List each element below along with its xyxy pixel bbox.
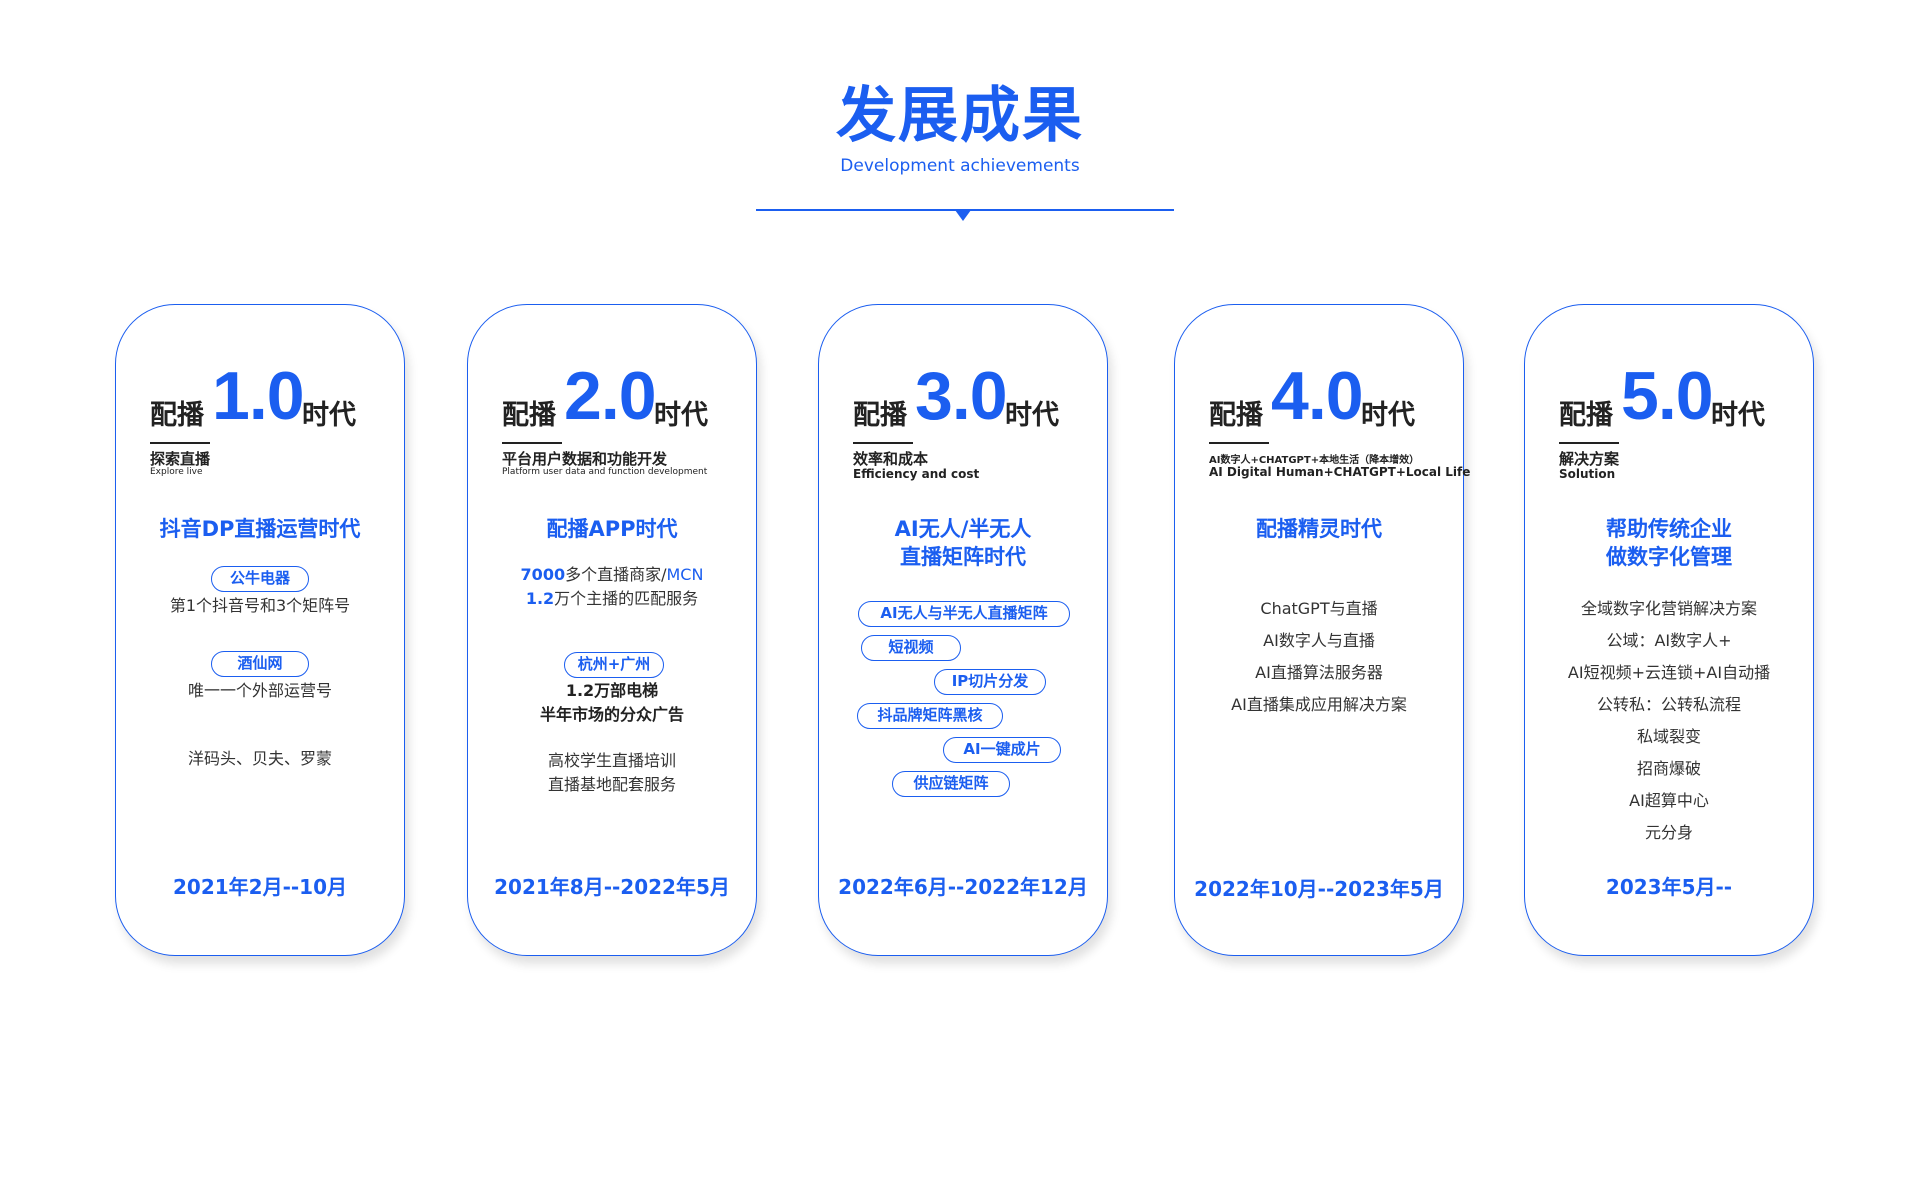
era-prefix: 配播 xyxy=(1559,400,1613,431)
card-desc: 洋码头、贝夫、罗蒙 xyxy=(187,749,332,768)
feature-pill: AI一键成片 xyxy=(943,737,1061,763)
era-card-2: 配播 2.0 时代 平台用户数据和功能开发 Platform user data… xyxy=(467,304,757,956)
era-date: 2023年5月-- xyxy=(1605,875,1733,899)
era-number: 4.0 xyxy=(1271,358,1364,434)
era-suffix: 时代 xyxy=(654,400,708,431)
card-title: 抖音DP直播运营时代 xyxy=(159,517,361,541)
era-prefix: 配播 xyxy=(853,400,907,431)
era-suffix: 时代 xyxy=(302,400,356,431)
highlight-pill: 杭州+广州 xyxy=(564,652,664,678)
era-label-en: Platform user data and function developm… xyxy=(502,467,708,477)
era-card-5: 配播 5.0 时代 解决方案 Solution 帮助传统企业 做数字化管理 全域… xyxy=(1524,304,1814,956)
era-prefix: 配播 xyxy=(502,400,556,431)
card-desc-bold: 1.2万部电梯 xyxy=(565,681,659,700)
card-title: 配播精灵时代 xyxy=(1256,517,1382,541)
card-title-line: 直播矩阵时代 xyxy=(900,545,1026,569)
card-title-line: AI无人/半无人 xyxy=(894,517,1032,541)
divider-arrow-icon xyxy=(955,210,971,221)
era-suffix: 时代 xyxy=(1711,400,1765,431)
list-item: AI直播集成应用解决方案 xyxy=(1231,695,1407,714)
feature-list: 全域数字化营销解决方案 公域：AI数字人+ AI短视频+云连锁+AI自动播 公转… xyxy=(1525,593,1813,849)
era-label-en: Explore live xyxy=(150,467,203,477)
highlight-pill: 酒仙网 xyxy=(211,651,309,677)
era-suffix: 时代 xyxy=(1005,400,1059,431)
list-item: AI超算中心 xyxy=(1629,791,1709,810)
era-suffix: 时代 xyxy=(1361,400,1415,431)
card-desc: 高校学生直播培训 xyxy=(547,751,676,770)
era-date: 2022年10月--2023年5月 xyxy=(1194,877,1444,901)
list-item: 私域裂变 xyxy=(1636,727,1701,746)
list-item: 公转私：公转私流程 xyxy=(1596,695,1741,714)
era-label-en: Efficiency and cost xyxy=(853,467,980,481)
stat-number: 7000 xyxy=(520,565,566,584)
era-label-en: Solution xyxy=(1559,467,1616,481)
stat-number: 1.2 xyxy=(525,589,555,608)
page-subtitle: Development achievements xyxy=(840,156,1080,176)
era-card-1: 配播 1.0 时代 探索直播 Explore live 抖音DP直播运营时代 公… xyxy=(115,304,405,956)
card-title-line: 做数字化管理 xyxy=(1606,545,1732,569)
stat-text: 万个主播的匹配服务 xyxy=(554,589,699,608)
era-label-en: AI Digital Human+CHATGPT+Local Life xyxy=(1209,465,1471,479)
card-title: 配播APP时代 xyxy=(546,517,678,541)
era-prefix: 配播 xyxy=(1209,400,1263,431)
page-title: 发展成果 xyxy=(836,81,1084,151)
page-header: 发展成果 Development achievements xyxy=(0,78,1920,176)
era-date: 2021年8月--2022年5月 xyxy=(494,875,730,899)
card-desc-line: 1.2万个主播的匹配服务 xyxy=(468,587,756,611)
era-label-cn: 平台用户数据和功能开发 xyxy=(502,450,668,468)
era-date: 2022年6月--2022年12月 xyxy=(838,875,1088,899)
list-item: 招商爆破 xyxy=(1636,759,1701,778)
card-desc: 唯一一个外部运营号 xyxy=(187,681,332,700)
highlight-pill: 公牛电器 xyxy=(211,566,309,592)
era-underline xyxy=(853,442,913,444)
era-underline xyxy=(502,442,562,444)
card-desc-bold: 半年市场的分众广告 xyxy=(539,705,684,724)
era-underline xyxy=(1559,442,1619,444)
feature-pill: 供应链矩阵 xyxy=(892,771,1010,797)
era-number: 1.0 xyxy=(212,358,305,434)
era-number: 5.0 xyxy=(1621,358,1714,434)
era-label-cn: 效率和成本 xyxy=(853,450,929,468)
era-prefix: 配播 xyxy=(150,400,204,431)
list-item: ChatGPT与直播 xyxy=(1260,599,1378,618)
card-desc: 直播基地配套服务 xyxy=(547,775,676,794)
card-desc-line: 7000多个直播商家/MCN xyxy=(468,563,756,587)
feature-list: ChatGPT与直播 AI数字人与直播 AI直播算法服务器 AI直播集成应用解决… xyxy=(1175,593,1463,721)
list-item: AI数字人与直播 xyxy=(1263,631,1375,650)
card-title: AI无人/半无人 直播矩阵时代 xyxy=(819,515,1107,571)
list-item: 公域：AI数字人+ xyxy=(1606,631,1732,650)
list-item: 全域数字化营销解决方案 xyxy=(1580,599,1757,618)
era-label-cn: 解决方案 xyxy=(1559,450,1620,468)
era-date: 2021年2月--10月 xyxy=(172,875,347,899)
stat-text-accent: MCN xyxy=(666,565,704,584)
feature-pill: 短视频 xyxy=(861,635,961,661)
era-card-4: 配播 4.0 时代 AI数字人+CHATGPT+本地生活（降本增效） AI Di… xyxy=(1174,304,1470,956)
feature-pill: 抖品牌矩阵黑核 xyxy=(857,703,1003,729)
feature-pill: AI无人与半无人直播矩阵 xyxy=(858,601,1070,627)
card-title: 帮助传统企业 做数字化管理 xyxy=(1525,515,1813,571)
card-title-line: 帮助传统企业 xyxy=(1606,517,1732,541)
list-item: AI短视频+云连锁+AI自动播 xyxy=(1567,663,1771,682)
feature-pill: IP切片分发 xyxy=(934,669,1046,695)
era-label-cn: 探索直播 xyxy=(150,450,211,468)
card-desc: 第1个抖音号和3个矩阵号 xyxy=(169,596,351,615)
era-number: 3.0 xyxy=(915,358,1008,434)
era-card-3: 配播 3.0 时代 效率和成本 Efficiency and cost AI无人… xyxy=(818,304,1108,956)
list-item: AI直播算法服务器 xyxy=(1255,663,1383,682)
era-number: 2.0 xyxy=(564,358,657,434)
era-label-cn: AI数字人+CHATGPT+本地生活（降本增效） xyxy=(1209,455,1420,466)
era-underline xyxy=(1209,442,1269,444)
era-underline xyxy=(150,442,210,444)
list-item: 元分身 xyxy=(1644,823,1693,842)
stat-text: 多个直播商家/ xyxy=(565,565,667,584)
